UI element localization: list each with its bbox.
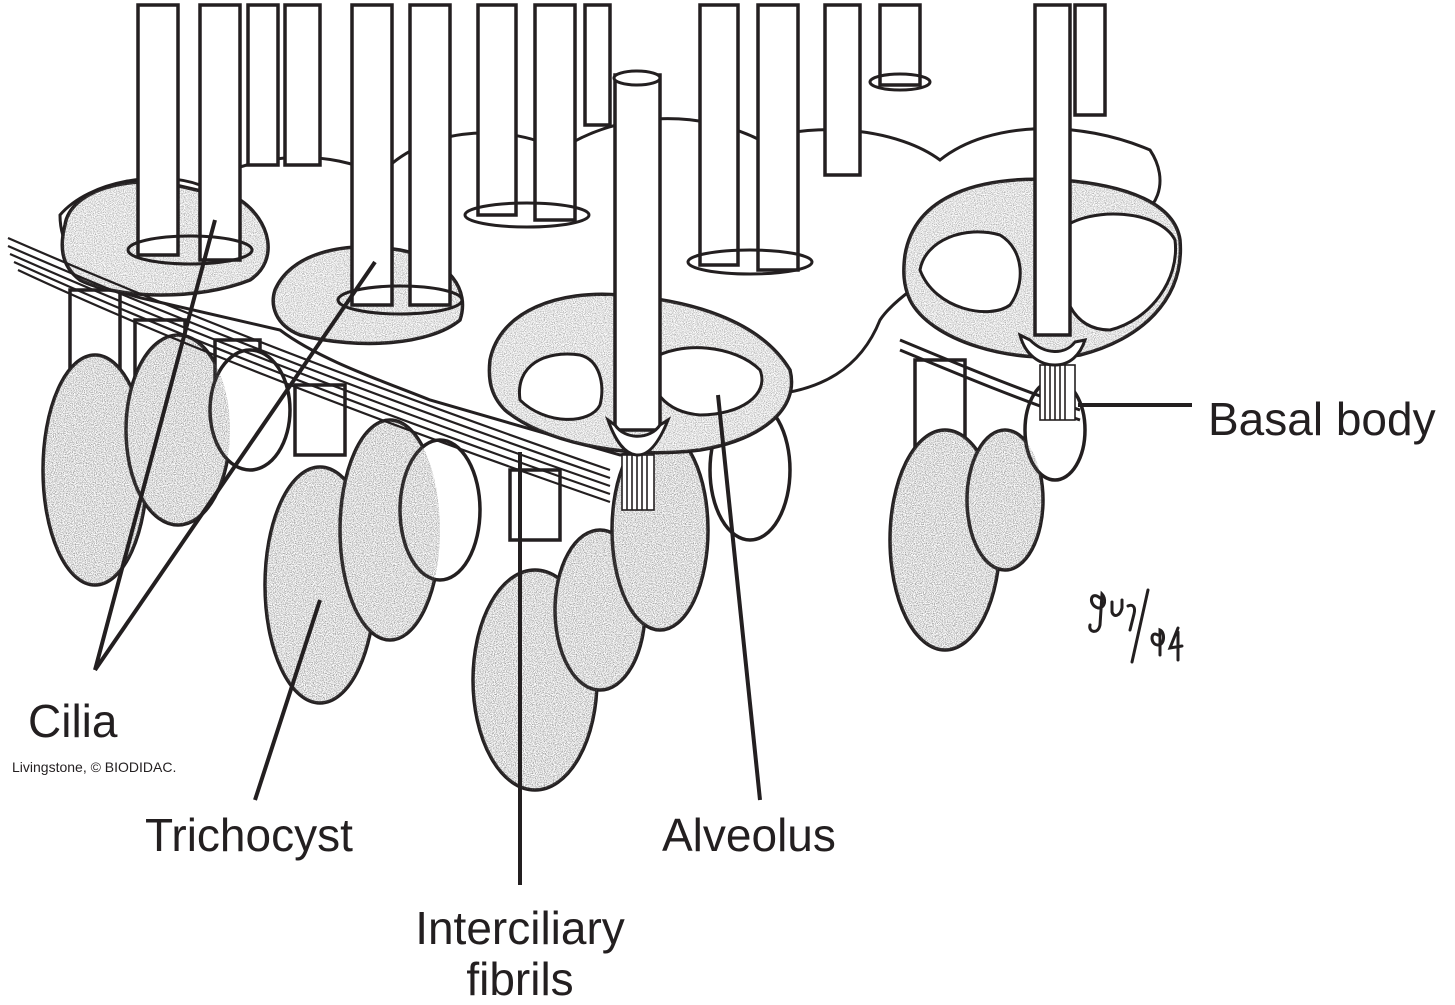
cilia-shafts — [136, 3, 1107, 432]
alveolar-sacs — [517, 212, 1178, 421]
cilium-collars — [605, 332, 1088, 457]
label-interciliary-line2: fibrils — [466, 953, 574, 1005]
cilium-cross-section — [612, 69, 662, 87]
label-trichocyst: Trichocyst — [145, 809, 353, 861]
cilia-pointer-1 — [93, 219, 217, 671]
cilia-pointer-2 — [93, 260, 377, 672]
trichocyst-stipple — [43, 335, 1043, 790]
credit-line: Livingstone, © BIODIDAC. — [12, 759, 177, 775]
cilium-cutaway — [613, 73, 662, 432]
label-pointers — [93, 219, 1192, 885]
basal-bodies — [621, 364, 1076, 511]
ciliary-pits — [126, 72, 932, 316]
label-alveolus: Alveolus — [662, 809, 836, 861]
trichocyst-pointer — [253, 599, 322, 801]
alveolus-pointer — [716, 394, 762, 801]
label-basal-body: Basal body — [1208, 393, 1436, 445]
artist-signature — [1088, 588, 1184, 664]
label-interciliary-line1: Interciliary — [415, 902, 625, 954]
label-cilia: Cilia — [28, 695, 118, 747]
